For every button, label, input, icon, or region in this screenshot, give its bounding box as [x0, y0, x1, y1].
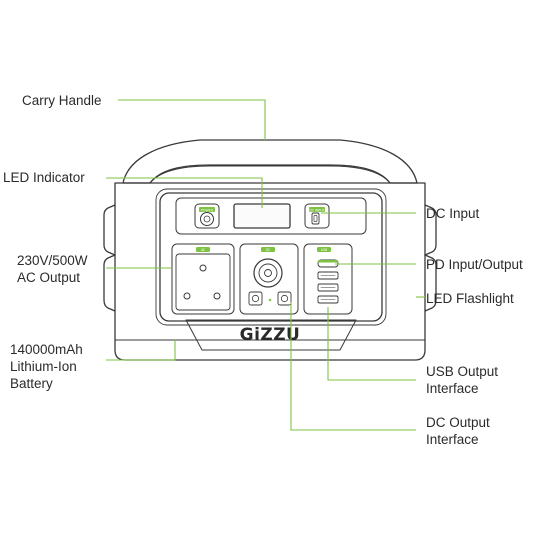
accent-details [196, 207, 338, 302]
leader-lines [106, 99, 425, 431]
panel-tags: POWER DC INPUT AC DC USB [201, 208, 327, 252]
ac-socket-top [199, 264, 207, 272]
label-pd-io: PD Input/Output [426, 257, 523, 272]
label-led-flashlight: LED Flashlight [426, 291, 514, 306]
dc-module [239, 243, 299, 315]
carry-handle [122, 139, 418, 184]
label-led-indicator: LED Indicator [3, 170, 85, 185]
left-grip [103, 204, 116, 256]
label-ac-output: 230V/500W AC Output [17, 253, 88, 285]
dc-input-port [304, 203, 330, 229]
usb-port-3 [317, 295, 339, 304]
tag-power: POWER [201, 208, 214, 212]
brand-logo: GiZZU [240, 325, 301, 345]
power-button [194, 203, 220, 229]
leader-carry-handle [118, 99, 266, 140]
power-station-illustration [103, 139, 437, 361]
label-dc-output: DC Output Interface [426, 415, 490, 447]
leader-usb-output [327, 307, 416, 381]
car-socket [253, 258, 283, 288]
leader-battery [106, 340, 176, 361]
tag-ac: AC [201, 248, 206, 252]
label-usb-output: USB Output Interface [426, 364, 499, 396]
dc-port-right [277, 291, 292, 306]
label-battery: 140000mAh Lithium-Ion Battery [10, 342, 83, 391]
tag-dc-input: DC INPUT [309, 208, 324, 212]
leader-dc-output [290, 302, 416, 431]
device-body [114, 182, 426, 361]
usb-port-2 [317, 283, 339, 292]
right-grip [424, 204, 437, 256]
ac-module [171, 243, 235, 315]
dc-port-left [248, 291, 263, 306]
leader-led-indicator [106, 177, 263, 208]
label-dc-input: DC Input [426, 206, 480, 221]
control-strip [175, 197, 367, 235]
brand-plate [185, 319, 357, 351]
label-carry-handle: Carry Handle [22, 93, 102, 108]
tag-usb: USB [321, 248, 328, 252]
usb-port-1 [317, 271, 339, 280]
front-panel [159, 192, 383, 322]
tag-dc: DC [266, 248, 271, 252]
